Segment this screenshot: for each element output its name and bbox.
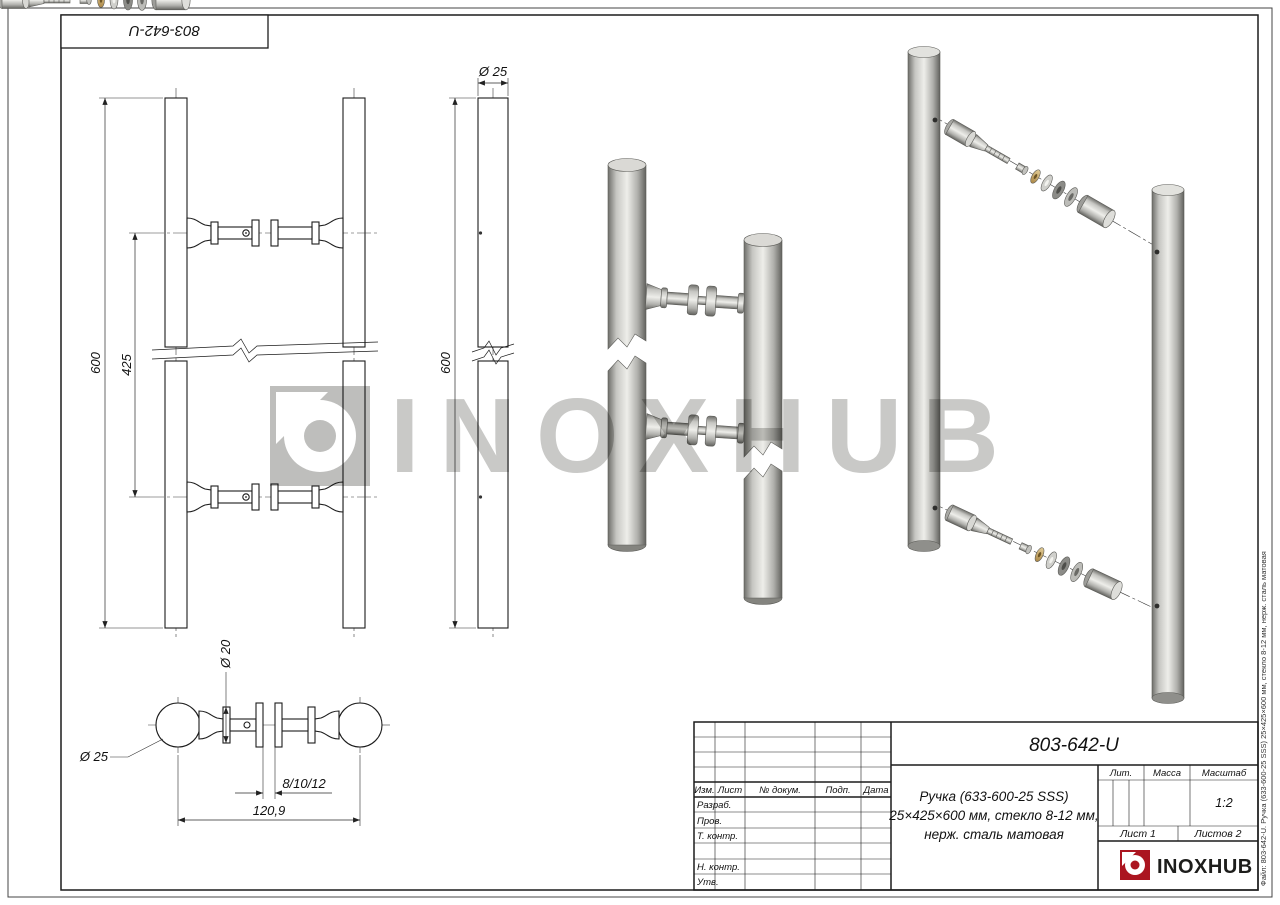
- view-plan: Ø 20 Ø 25 8/10/12 120,9: [79, 639, 390, 826]
- sheet-number: Лист 1: [1119, 828, 1156, 840]
- row-tkontr: Т. контр.: [697, 831, 738, 842]
- dim-plan-width: 120,9: [253, 803, 286, 818]
- row-razrab: Разраб.: [697, 800, 731, 811]
- inoxhub-logo: INOXHUB: [1120, 850, 1253, 880]
- col-izm: Изм.: [694, 785, 714, 796]
- scale-value: 1:2: [1215, 796, 1232, 810]
- col-podp: Подп.: [825, 785, 850, 796]
- row-utv: Утв.: [696, 877, 719, 888]
- view-side: Ø 25 600: [438, 64, 515, 638]
- sheets-total: Листов 2: [1194, 828, 1242, 840]
- corner-stamp-text: 803-642-U: [129, 22, 200, 39]
- dim-front-height: 600: [88, 351, 103, 373]
- product-name-line1: Ручка (633-600-25 SSS): [919, 789, 1068, 804]
- inoxhub-logo-icon: [1120, 850, 1150, 880]
- dim-side-diameter: Ø 25: [478, 64, 508, 79]
- col-list: Лист: [717, 785, 743, 796]
- view-front: 600 425: [88, 88, 380, 638]
- dim-plan-tube: Ø 25: [79, 749, 109, 764]
- lit-label: Лит.: [1109, 768, 1132, 779]
- col-doc: № докум.: [759, 785, 801, 796]
- masshtab-label: Масштаб: [1202, 768, 1247, 779]
- product-name-line2: 25×425×600 мм, стекло 8-12 мм,: [888, 808, 1098, 823]
- connector-front-top: [150, 217, 380, 249]
- massa-label: Масса: [1153, 768, 1181, 779]
- dim-front-centers: 425: [119, 353, 134, 375]
- inoxhub-logo-text: INOXHUB: [1157, 856, 1253, 878]
- dim-plan-glass: 8/10/12: [282, 776, 326, 791]
- title-block: Изм. Лист № докум. Подп. Дата Разраб. Пр…: [693, 721, 1259, 891]
- file-side-note: Файл: 803-642-U. Ручка (633-600-25 SSS) …: [1259, 551, 1268, 886]
- view-exploded: [0, 0, 1185, 704]
- product-name-line3: нерж. сталь матовая: [924, 827, 1064, 842]
- dim-plan-collar: Ø 20: [218, 639, 233, 669]
- row-prov: Пров.: [697, 816, 722, 827]
- doc-number: 803-642-U: [1029, 735, 1119, 756]
- dim-side-height: 600: [438, 351, 453, 373]
- col-data: Дата: [862, 785, 888, 796]
- row-nkontr: Н. контр.: [697, 862, 740, 873]
- sheet-frame: [7, 7, 1273, 898]
- corner-stamp: 803-642-U: [60, 14, 269, 49]
- view-iso: [607, 158, 783, 605]
